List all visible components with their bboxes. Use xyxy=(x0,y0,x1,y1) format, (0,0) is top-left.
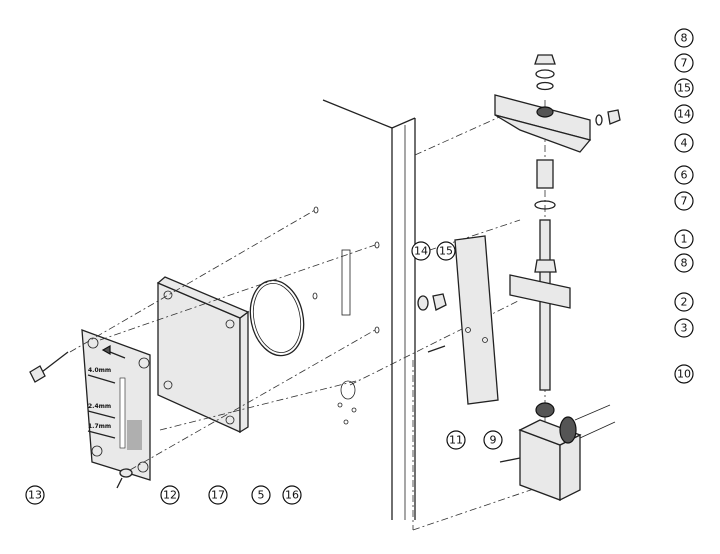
o-ring xyxy=(249,279,305,357)
svg-text:11: 11 xyxy=(449,434,463,447)
cover-plate xyxy=(156,276,250,434)
callout-15-mid: 15 xyxy=(436,241,456,261)
svg-text:15: 15 xyxy=(439,245,453,258)
small-screw xyxy=(116,468,133,489)
svg-text:9: 9 xyxy=(490,434,497,447)
upper-bracket xyxy=(494,54,621,153)
callouts-right: 8 7 15 14 4 6 7 1 8 2 3 10 xyxy=(674,28,694,384)
callout-5: 5 xyxy=(251,485,271,505)
svg-text:3: 3 xyxy=(681,322,688,335)
guide-strip xyxy=(427,235,499,405)
callout-13: 13 xyxy=(25,485,45,505)
callout-15: 15 xyxy=(674,78,694,98)
svg-text:13: 13 xyxy=(28,489,42,502)
callout-10: 10 xyxy=(674,364,694,384)
callout-1: 1 xyxy=(674,229,694,249)
svg-text:10: 10 xyxy=(677,368,691,381)
callout-14-mid: 14 xyxy=(411,241,431,261)
svg-text:15: 15 xyxy=(677,82,691,95)
callout-7: 7 xyxy=(674,53,694,73)
wall-holes xyxy=(312,206,380,425)
size-label-1: 4.0mm xyxy=(88,367,111,374)
callouts-middle: 14 15 xyxy=(411,241,456,261)
callout-8b: 8 xyxy=(674,253,694,273)
callout-17: 17 xyxy=(208,485,228,505)
assembly-lines xyxy=(69,100,546,471)
callout-9: 9 xyxy=(483,430,503,450)
svg-text:12: 12 xyxy=(163,489,177,502)
callout-6: 6 xyxy=(674,165,694,185)
svg-text:14: 14 xyxy=(677,108,691,121)
svg-text:7: 7 xyxy=(681,195,688,208)
screw xyxy=(29,351,69,383)
callout-16: 16 xyxy=(282,485,302,505)
callout-4: 4 xyxy=(674,133,694,153)
svg-text:2: 2 xyxy=(681,296,688,309)
callout-2: 2 xyxy=(674,292,694,312)
housing-wall xyxy=(322,99,561,531)
size-label-3: 1.7mm xyxy=(88,423,111,430)
svg-text:14: 14 xyxy=(414,245,428,258)
callouts-bottom: 13 12 17 5 16 11 9 xyxy=(25,430,503,505)
gear-block xyxy=(499,402,616,502)
svg-text:5: 5 xyxy=(258,489,265,502)
svg-text:8: 8 xyxy=(681,257,688,270)
label-plate: 4.0mm 2.4mm 1.7mm xyxy=(81,329,151,481)
callout-11: 11 xyxy=(446,430,466,450)
callout-8: 8 xyxy=(674,28,694,48)
callout-3: 3 xyxy=(674,318,694,338)
svg-text:4: 4 xyxy=(681,137,688,150)
svg-text:6: 6 xyxy=(681,169,688,182)
svg-text:7: 7 xyxy=(681,57,688,70)
svg-text:8: 8 xyxy=(681,32,688,45)
svg-text:1: 1 xyxy=(681,233,688,246)
size-label-2: 2.4mm xyxy=(88,403,111,410)
svg-text:17: 17 xyxy=(211,489,225,502)
callout-14: 14 xyxy=(674,104,694,124)
svg-text:16: 16 xyxy=(285,489,299,502)
nut-washer-middle xyxy=(417,293,447,311)
threaded-rod xyxy=(509,159,571,391)
callout-12: 12 xyxy=(160,485,180,505)
callout-7b: 7 xyxy=(674,191,694,211)
